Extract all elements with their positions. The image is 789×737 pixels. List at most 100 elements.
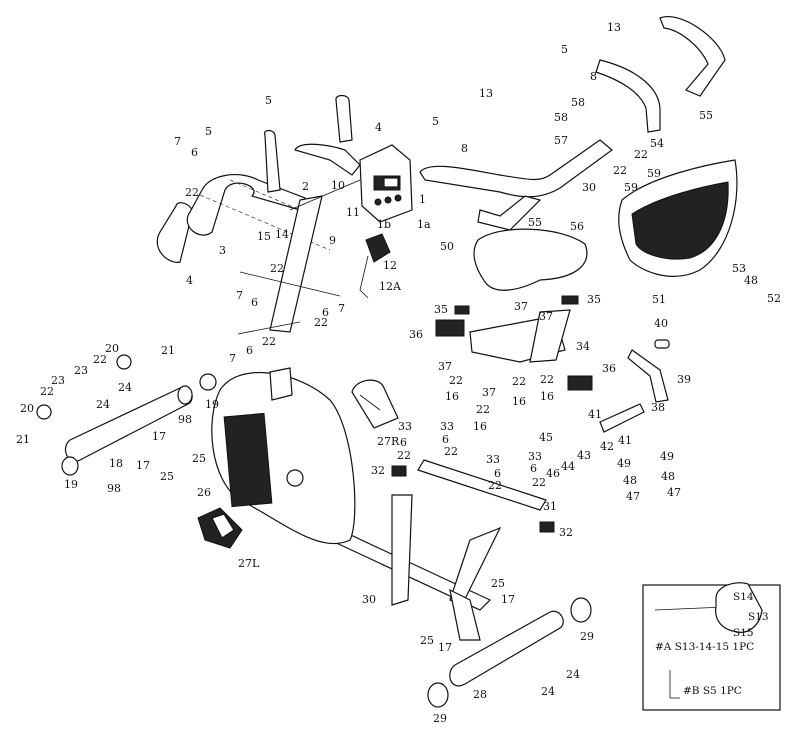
part-number-label: 30 xyxy=(582,181,596,194)
part-number-label: 26 xyxy=(197,486,211,499)
part-number-label: 53 xyxy=(732,262,746,275)
part-number-label: 37 xyxy=(482,386,496,399)
part-number-label: 22 xyxy=(444,445,458,458)
part-number-label: 6 xyxy=(494,467,501,480)
part-number-label: 3 xyxy=(219,244,226,257)
part-number-label: 49 xyxy=(660,450,674,463)
part-number-label: 98 xyxy=(178,413,192,426)
backrest xyxy=(618,159,738,277)
part-number-label: 47 xyxy=(667,486,681,499)
part-number-label: 48 xyxy=(661,470,675,483)
tool-a-s15-text: S15 xyxy=(733,627,754,639)
part-number-label: 55 xyxy=(699,109,713,122)
part-number-label: 22 xyxy=(532,476,546,489)
part-number-label: 51 xyxy=(652,293,666,306)
part-number-label: 56 xyxy=(570,220,584,233)
part-number-label: 36 xyxy=(602,362,616,375)
part-number-label: 7 xyxy=(236,289,243,302)
part-number-label: 2 xyxy=(302,180,309,193)
part-number-label: 35 xyxy=(587,293,601,306)
part-number-label: 16 xyxy=(540,390,554,403)
part-number-label: 21 xyxy=(16,433,30,446)
part-number-label: 17 xyxy=(152,430,166,443)
part-number-label: 18 xyxy=(109,457,123,470)
part-number-label: 22 xyxy=(488,479,502,492)
part-number-label: 10 xyxy=(331,179,345,192)
part-number-label: 98 xyxy=(107,482,121,495)
part-number-label: 6 xyxy=(251,296,258,309)
part-number-label: 22 xyxy=(540,373,554,386)
part-number-label: 43 xyxy=(577,449,591,462)
part-number-label: 58 xyxy=(571,96,585,109)
part-number-label: 1b xyxy=(377,218,391,231)
part-number-label: 30 xyxy=(362,593,376,606)
part-number-label: 5 xyxy=(432,115,439,128)
part-number-label: 37 xyxy=(514,300,528,313)
part-number-label: 32 xyxy=(371,464,385,477)
handlebar-left-assembly xyxy=(156,94,361,263)
part-number-label: 22 xyxy=(270,262,284,275)
part-number-label: 19 xyxy=(64,478,78,491)
rear-shroud xyxy=(211,367,356,545)
part-number-label: 24 xyxy=(96,398,110,411)
tool-a-s14-text: S14 xyxy=(733,591,754,603)
part-number-label: 6 xyxy=(442,433,449,446)
part-number-label: 28 xyxy=(473,688,487,701)
part-number-label: 31 xyxy=(543,500,557,513)
part-number-label: 17 xyxy=(501,593,515,606)
part-number-label: 54 xyxy=(650,137,664,150)
rear-stabilizer xyxy=(427,597,592,708)
part-number-label: 27R xyxy=(377,435,400,448)
part-number-label: 22 xyxy=(512,375,526,388)
part-number-label: 12A xyxy=(379,280,402,293)
part-number-label: 50 xyxy=(440,240,454,253)
front-stabilizer xyxy=(36,354,217,476)
part-number-label: 16 xyxy=(473,420,487,433)
part-number-label: 38 xyxy=(651,401,665,414)
tool-box: S14 S13 S15 #A S13-14-15 1PC #B S5 1PC xyxy=(642,582,781,711)
part-number-label: 22 xyxy=(262,335,276,348)
part-number-label: 59 xyxy=(624,181,638,194)
adjust-lever xyxy=(599,339,670,433)
part-number-label: 7 xyxy=(174,135,181,148)
part-number-label: 4 xyxy=(186,274,193,287)
part-number-label: 36 xyxy=(409,328,423,341)
part-number-label: 33 xyxy=(528,450,542,463)
part-number-label: 6 xyxy=(400,436,407,449)
part-number-label: 17 xyxy=(438,641,452,654)
part-number-label: 52 xyxy=(767,292,781,305)
part-number-label: 57 xyxy=(554,134,568,147)
part-number-label: 22 xyxy=(634,148,648,161)
part-number-label: 23 xyxy=(74,364,88,377)
seat-rail xyxy=(391,459,555,533)
part-number-label: 20 xyxy=(105,342,119,355)
part-number-label: 8 xyxy=(461,142,468,155)
part-number-label: 25 xyxy=(420,634,434,647)
part-number-label: 4 xyxy=(375,121,382,134)
part-number-label: 55 xyxy=(528,216,542,229)
part-number-label: 59 xyxy=(647,167,661,180)
part-number-label: 6 xyxy=(530,462,537,475)
part-number-label: 42 xyxy=(600,440,614,453)
part-number-label: 33 xyxy=(486,453,500,466)
part-number-label: 29 xyxy=(433,712,447,725)
pulse-sensor xyxy=(359,233,391,299)
main-frame xyxy=(328,494,502,641)
pedal-left xyxy=(197,507,243,549)
part-number-label: 22 xyxy=(185,186,199,199)
part-number-label: 39 xyxy=(677,373,691,386)
part-number-label: 16 xyxy=(445,390,459,403)
part-number-label: 16 xyxy=(512,395,526,408)
part-number-label: 20 xyxy=(20,402,34,415)
part-number-label: 17 xyxy=(136,459,150,472)
part-number-label: 58 xyxy=(554,111,568,124)
part-number-label: 15 xyxy=(257,230,271,243)
part-number-label: 29 xyxy=(580,630,594,643)
part-number-label: 13 xyxy=(607,21,621,34)
part-number-label: 24 xyxy=(566,668,580,681)
console-mast xyxy=(237,179,361,335)
part-number-label: 22 xyxy=(93,353,107,366)
part-number-label: 6 xyxy=(322,306,329,319)
